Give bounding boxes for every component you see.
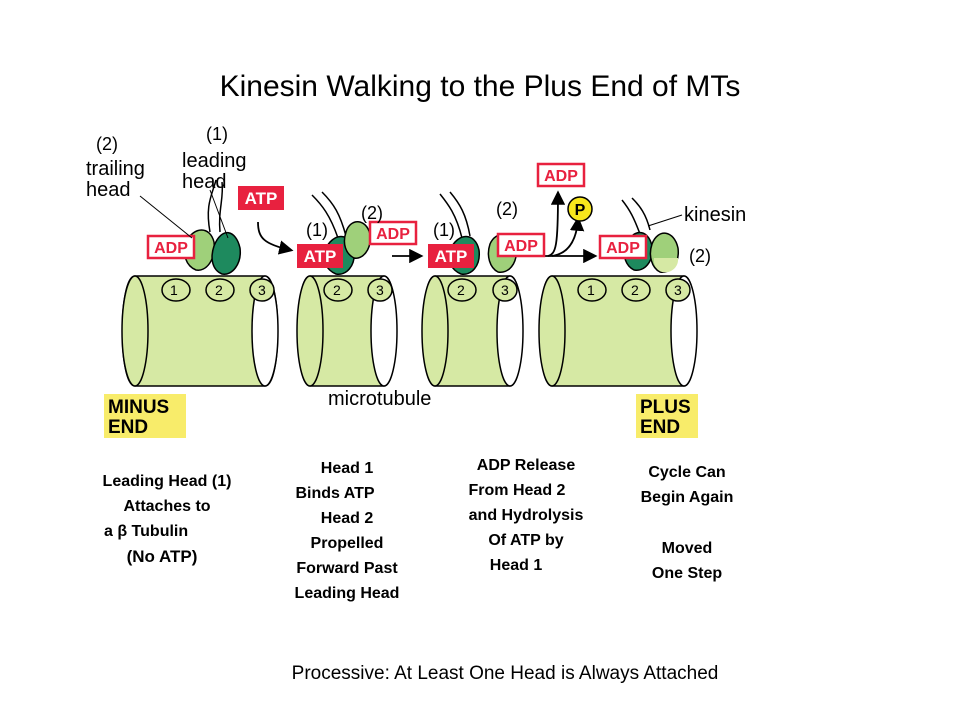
caption-line: and Hydrolysis: [468, 507, 584, 524]
atp-badge: ATP: [428, 244, 474, 268]
head-marker: (2): [689, 246, 711, 266]
head-marker: (2): [496, 199, 518, 219]
adp-badge: ADP: [536, 162, 586, 188]
caption-line: Begin Again: [640, 489, 734, 506]
atp-label: ATP: [435, 247, 468, 266]
adp-label: ADP: [154, 240, 188, 257]
adp-label: ADP: [504, 238, 538, 255]
caption-line: Head 1: [320, 460, 374, 477]
atp-label: ATP: [245, 189, 278, 208]
caption-line: Leading Head (1): [102, 473, 232, 490]
caption-line: Leading Head: [294, 585, 400, 602]
step-1-caption: Leading Head (1) Attaches to a β Tubulin…: [72, 469, 262, 569]
plus-end-label: PLUS END: [636, 394, 698, 438]
kinesin-label: kinesin: [684, 204, 746, 226]
atp-badge: ATP: [238, 186, 284, 210]
caption-line: Forward Past: [296, 560, 398, 577]
step-4-caption: Cycle Can Begin Again Moved One Step: [612, 460, 762, 586]
plus-end-text: END: [640, 417, 680, 438]
caption-line: Moved: [661, 540, 713, 557]
step-2-caption: Head 1 Binds ATP Head 2 Propelled Forwar…: [262, 456, 432, 606]
arrow: [551, 216, 585, 257]
caption-line: a β Tubulin: [104, 523, 189, 540]
caption-line: One Step: [651, 565, 723, 582]
adp-badge: ADP: [598, 234, 648, 260]
page-title: Kinesin Walking to the Plus End of MTs: [219, 70, 741, 103]
microtubule-segment-1: [121, 275, 279, 387]
caption-line: Attaches to: [123, 498, 211, 515]
site-number: 3: [501, 282, 509, 298]
head-marker: (1): [306, 220, 328, 240]
atp-badge: ATP: [297, 244, 343, 268]
site-number: 2: [215, 282, 223, 298]
site-number: 3: [674, 282, 682, 298]
caption-line: From Head 2: [468, 482, 566, 499]
minus-end-text: MINUS: [108, 397, 169, 418]
phosphate-label: P: [575, 202, 586, 219]
head-marker: (1): [206, 124, 228, 144]
caption-line: Head 2: [320, 510, 374, 527]
adp-badge: ADP: [368, 220, 418, 246]
plus-end-text: PLUS: [640, 397, 691, 418]
microtubule-segment-2: [296, 275, 398, 387]
atp-label: ATP: [304, 247, 337, 266]
caption-line: (No ATP): [126, 547, 198, 566]
arrow: [257, 221, 294, 255]
trailing-head-label: head: [86, 179, 131, 201]
leading-head-label: head: [182, 171, 227, 193]
head-marker: (1): [433, 220, 455, 240]
site-number: 1: [587, 282, 595, 298]
site-number: 2: [333, 282, 341, 298]
caption-line: Of ATP by: [488, 532, 564, 549]
minus-end-text: END: [108, 417, 148, 438]
caption-line: Cycle Can: [648, 464, 726, 481]
kinesin-step-1: [183, 179, 241, 275]
microtubule-segment-3: [421, 275, 524, 387]
caption-line: Propelled: [310, 535, 384, 552]
leading-head-label: leading: [182, 150, 247, 172]
site-number: 2: [457, 282, 465, 298]
site-number: 2: [631, 282, 639, 298]
phosphate-badge: P: [567, 196, 593, 222]
microtubule-segment-4: [538, 275, 698, 387]
microtubule-label: microtubule: [328, 388, 431, 410]
site-number: 3: [258, 282, 266, 298]
adp-label: ADP: [544, 168, 578, 185]
trailing-head-label: trailing: [86, 158, 145, 180]
adp-badge: ADP: [146, 234, 196, 260]
adp-label: ADP: [376, 226, 410, 243]
minus-end-label: MINUS END: [104, 394, 186, 438]
site-number: 3: [376, 282, 384, 298]
head-marker: (2): [361, 203, 383, 223]
adp-label: ADP: [606, 240, 640, 257]
caption-line: Binds ATP: [295, 485, 375, 502]
caption-line: Head 1: [489, 557, 543, 574]
adp-badge: ADP: [496, 232, 546, 258]
step-3-caption: ADP Release From Head 2 and Hydrolysis O…: [436, 453, 616, 578]
head-marker: (2): [96, 134, 118, 154]
site-number: 1: [170, 282, 178, 298]
arrow: [547, 190, 566, 257]
footer-note: Processive: At Least One Head is Always …: [291, 663, 719, 684]
caption-line: ADP Release: [476, 457, 576, 474]
